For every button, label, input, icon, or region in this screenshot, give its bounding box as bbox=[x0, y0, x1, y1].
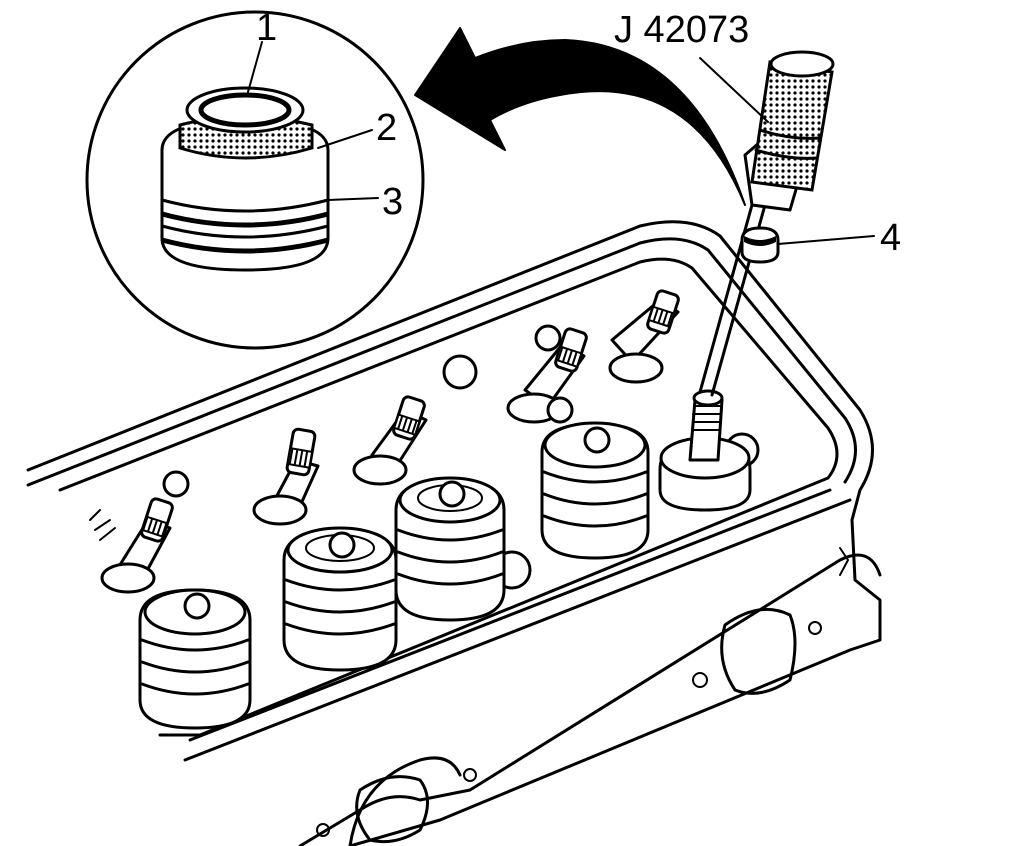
leader-line-3 bbox=[327, 197, 379, 201]
seal-detail-inset bbox=[85, 10, 425, 350]
valve-guide-target bbox=[658, 389, 752, 512]
cylinder-head bbox=[26, 220, 882, 846]
valve-spring bbox=[540, 421, 650, 560]
valve-seal-on-tool bbox=[740, 226, 780, 264]
valve-spring bbox=[394, 476, 506, 622]
valve-spring bbox=[282, 526, 398, 672]
callout-1: 1 bbox=[256, 7, 277, 49]
leader-lines bbox=[247, 41, 875, 245]
valve-stem bbox=[506, 324, 588, 424]
leader-line-4 bbox=[777, 235, 875, 245]
leader-line-1 bbox=[247, 41, 263, 93]
direction-arrow bbox=[414, 27, 746, 206]
valve-stem bbox=[608, 289, 680, 384]
tool-number-label: J 42073 bbox=[614, 9, 749, 51]
valve-stem bbox=[100, 497, 174, 594]
valve-stem bbox=[352, 395, 428, 486]
valve-springs bbox=[138, 389, 752, 730]
installer-tool bbox=[698, 50, 835, 397]
callout-4: 4 bbox=[880, 217, 901, 259]
valve-spring bbox=[138, 588, 252, 730]
leader-line-tool bbox=[699, 57, 769, 123]
valve-stem bbox=[252, 427, 320, 526]
callout-3: 3 bbox=[382, 181, 403, 223]
callout-2: 2 bbox=[376, 107, 397, 149]
leader-line-2 bbox=[317, 129, 373, 149]
